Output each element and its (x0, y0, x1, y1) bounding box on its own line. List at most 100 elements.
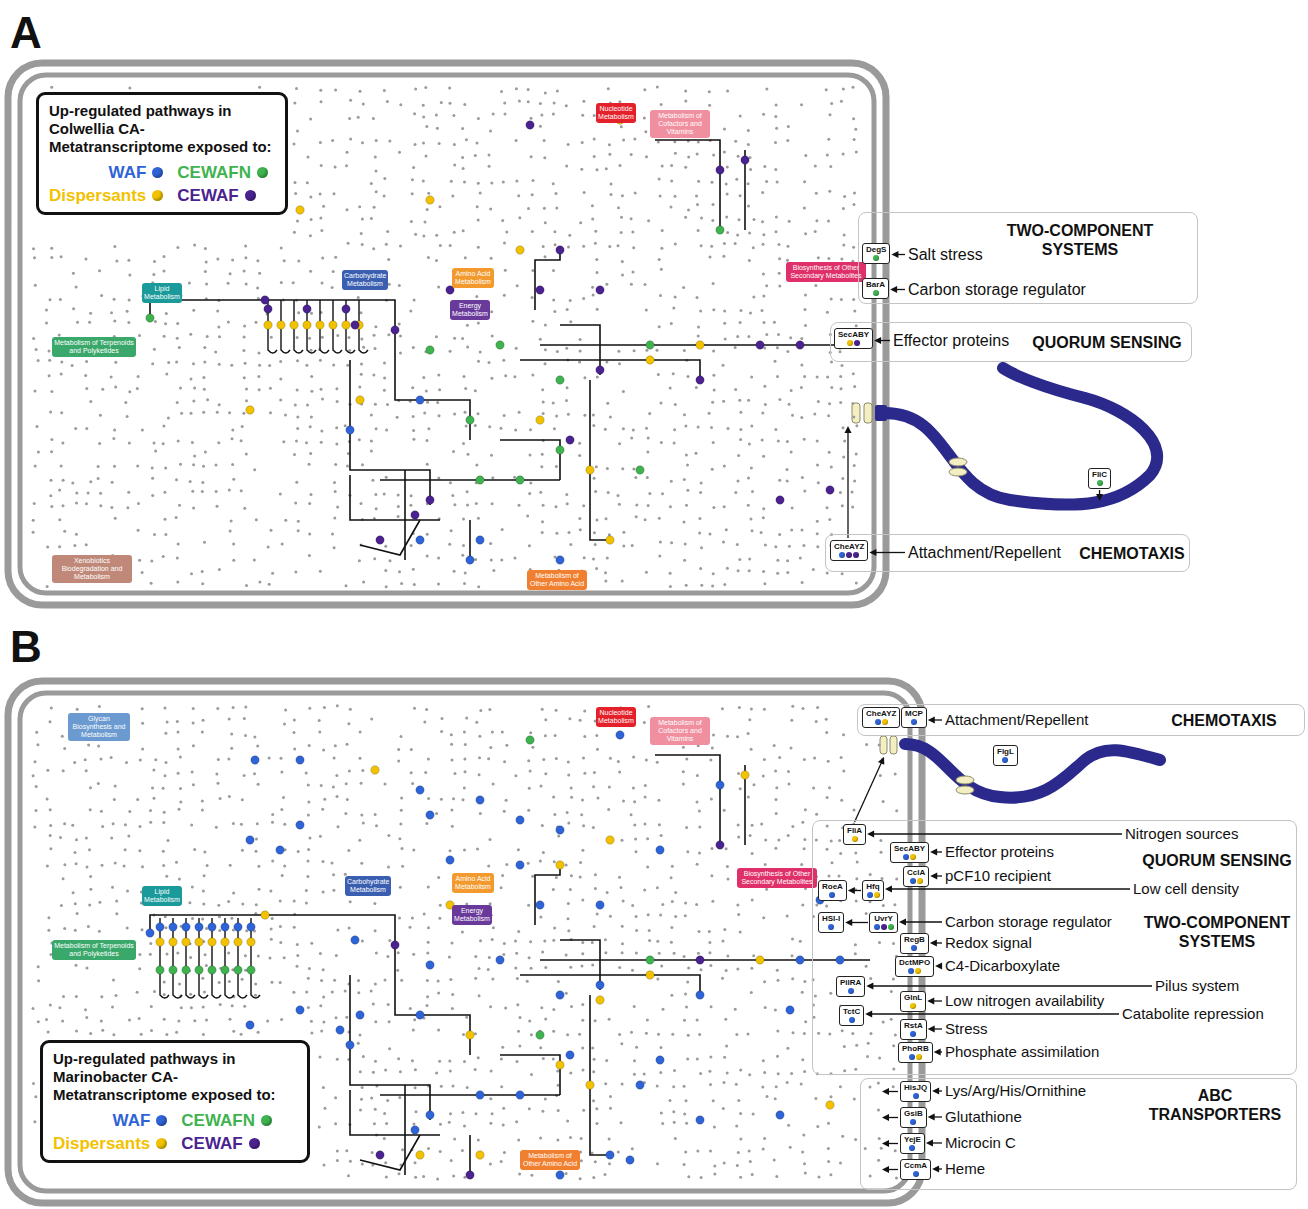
map-node-dot (552, 113, 555, 116)
map-node-dot (760, 531, 763, 534)
map-node-dot (817, 400, 820, 403)
map-node-dot (349, 708, 352, 711)
map-node-dot (217, 758, 220, 761)
map-node-dot (280, 771, 283, 774)
map-node-dot (622, 427, 625, 430)
map-node-dot (374, 325, 377, 328)
map-node-dot (75, 502, 78, 505)
map-node-dot (578, 442, 581, 445)
map-node-dot (488, 165, 491, 168)
map-node-dot (332, 270, 335, 273)
map-node-dot (541, 824, 544, 827)
map-node-dot (657, 373, 660, 376)
map-node-dot (581, 899, 584, 902)
map-node-dot (552, 182, 555, 185)
map-node-dot (709, 532, 712, 535)
map-node-dot (708, 941, 711, 944)
map-node-dot (258, 351, 261, 354)
map-node-dot (346, 364, 349, 367)
map-node-dot (74, 902, 77, 905)
map-node-dot (310, 416, 313, 419)
map-node-dot (149, 942, 152, 945)
map-node-dot (229, 272, 232, 275)
map-node-dot (828, 451, 831, 454)
map-node-dot (307, 800, 310, 803)
map-node-dot (464, 387, 467, 390)
map-node-dot (656, 761, 659, 764)
map-node-dot (542, 504, 545, 507)
map-node-dot (633, 800, 636, 803)
map-node-dot (359, 757, 362, 760)
map-node-dot (580, 168, 583, 171)
map-node-dot (62, 504, 65, 507)
map-node-dot (332, 786, 335, 789)
map-node-dot (697, 180, 700, 183)
map-node-dot (188, 281, 191, 284)
map-node-dot (333, 546, 336, 549)
map-node-dot (658, 325, 661, 328)
map-node-dot (503, 294, 506, 297)
map-node-dot (297, 850, 300, 853)
map-node-dot (412, 568, 415, 571)
map-node-dot (698, 930, 701, 933)
map-node-dot (852, 246, 855, 249)
map-node-dot (647, 913, 650, 916)
map-node-dot (201, 808, 204, 811)
map-node-dot (855, 324, 858, 327)
map-node-dot (531, 875, 534, 878)
map-node-dot (310, 375, 313, 378)
map-node-dot (827, 414, 830, 417)
map-node-dot (660, 247, 663, 250)
map-node-dot (579, 528, 582, 531)
map-node-dot (725, 216, 728, 219)
cell-inner-membrane (20, 75, 874, 593)
map-node-dot (569, 299, 572, 302)
map-node-dot (581, 799, 584, 802)
map-node-dot (320, 441, 323, 444)
map-node-dot (712, 506, 715, 509)
map-node-dot (216, 257, 219, 260)
map-node-dot (710, 874, 713, 877)
map-node-dot (229, 864, 232, 867)
map-node-dot (175, 361, 178, 364)
map-node-dot (427, 926, 430, 929)
map-node-dot (747, 504, 750, 507)
map-node-dot (583, 376, 586, 379)
map-node-dot (76, 708, 79, 711)
map-node-dot (74, 427, 77, 430)
map-node-dot (75, 964, 78, 967)
map-node-dot (399, 244, 402, 247)
map-node-dot (583, 772, 586, 775)
map-node-dot (786, 914, 789, 917)
map-node-dot (764, 839, 767, 842)
map-node-dot (765, 88, 768, 91)
map-node-dot (335, 774, 338, 777)
map-node-dot (361, 463, 364, 466)
map-node-dot (123, 865, 126, 868)
map-node-dot (674, 296, 677, 299)
map-node-dot (451, 825, 454, 828)
map-node-dot (383, 493, 386, 496)
map-node-dot (682, 286, 685, 289)
map-node-dot (567, 761, 570, 764)
map-node-dot (359, 731, 362, 734)
map-node-dot (722, 400, 725, 403)
map-node-dot (605, 360, 608, 363)
map-node-dot (228, 411, 231, 414)
map-node-dot (61, 441, 64, 444)
map-node-dot (319, 952, 322, 955)
map-node-dot (127, 259, 130, 262)
map-node-dot (427, 192, 430, 195)
map-node-dot (478, 967, 481, 970)
map-node-dot (487, 757, 490, 760)
map-node-dot (36, 743, 39, 746)
map-node-dot (218, 363, 221, 366)
map-node-dot (62, 877, 65, 880)
map-node-dot (370, 718, 373, 721)
map-node-dot (371, 479, 374, 482)
map-node-dot (243, 270, 246, 273)
map-node-dot (284, 519, 287, 522)
map-node-dot (513, 375, 516, 378)
map-node-dot (59, 298, 62, 301)
map-node-dot (258, 888, 261, 891)
